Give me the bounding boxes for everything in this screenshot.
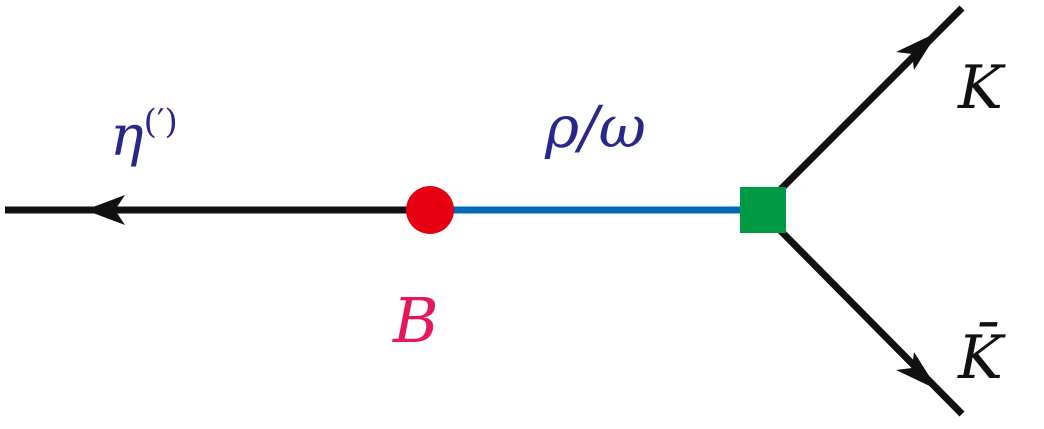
rho-omega-label: ρ/ω	[545, 93, 646, 161]
k-bar-arrow-icon	[896, 352, 938, 390]
k-arrow-icon	[896, 32, 938, 70]
eta-prime-superscript: (′)	[143, 102, 178, 142]
eta-arrow-icon	[85, 195, 125, 225]
eta-label: η(′)	[110, 92, 178, 167]
effective-vertex-square	[740, 187, 786, 233]
b-vertex	[406, 186, 454, 234]
k-label: K	[958, 53, 1003, 123]
b-label: B	[393, 284, 439, 357]
eta-symbol: η	[110, 104, 144, 169]
k-bar-label: K̄	[958, 323, 1003, 393]
